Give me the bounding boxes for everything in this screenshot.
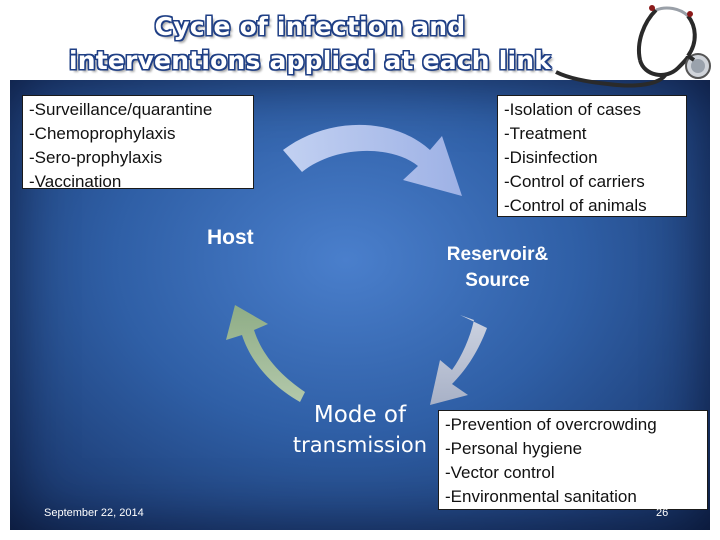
- host-intervention-item: -Sero-prophylaxis: [29, 148, 163, 167]
- mode-interventions-box: -Prevention of overcrowding -Personal hy…: [438, 410, 708, 510]
- host-interventions-box: -Surveillance/quarantine -Chemoprophylax…: [22, 95, 254, 191]
- reservoir-intervention-item: -Isolation of cases: [504, 100, 642, 119]
- title-line-2: interventions applied at each link: [68, 46, 552, 75]
- node-mode-line2: transmission: [292, 433, 428, 457]
- page-number: 26: [656, 507, 669, 519]
- reservoir-intervention-item: -Treatment: [504, 124, 587, 143]
- mode-intervention-item: -Prevention of overcrowding: [445, 415, 657, 434]
- mode-intervention-item: -Environmental sanitation: [445, 487, 637, 506]
- arrow-reservoir-to-mode: [430, 315, 487, 405]
- stethoscope-icon: [555, 5, 711, 88]
- arrow-mode-to-host: [226, 305, 305, 402]
- host-intervention-item: -Chemoprophylaxis: [29, 124, 176, 143]
- footer-date: September 22, 2014: [44, 507, 144, 519]
- node-reservoir-line2: Source: [465, 270, 530, 291]
- reservoir-intervention-item: -Disinfection: [504, 148, 598, 167]
- title-line-1: Cycle of infection and: [154, 12, 466, 41]
- node-host: Host: [207, 226, 254, 249]
- host-intervention-item: -Surveillance/quarantine: [29, 100, 213, 119]
- mode-intervention-item: -Vector control: [445, 463, 555, 482]
- mode-intervention-item: -Personal hygiene: [445, 439, 583, 458]
- slide-title: Cycle of infection and interventions app…: [0, 10, 620, 78]
- reservoir-intervention-item: -Control of animals: [504, 196, 647, 215]
- reservoir-interventions-box: -Isolation of cases -Treatment -Disinfec…: [497, 95, 687, 217]
- arrow-host-to-reservoir: [283, 124, 462, 196]
- host-intervention-item: -Vaccination: [29, 172, 122, 191]
- node-mode-of-transmission: Mode of transmission: [285, 400, 435, 460]
- reservoir-intervention-item: -Control of carriers: [504, 172, 645, 191]
- node-reservoir: Reservoir& Source: [425, 242, 570, 294]
- node-reservoir-line1: Reservoir&: [446, 244, 549, 265]
- node-mode-line1: Mode of: [313, 402, 407, 428]
